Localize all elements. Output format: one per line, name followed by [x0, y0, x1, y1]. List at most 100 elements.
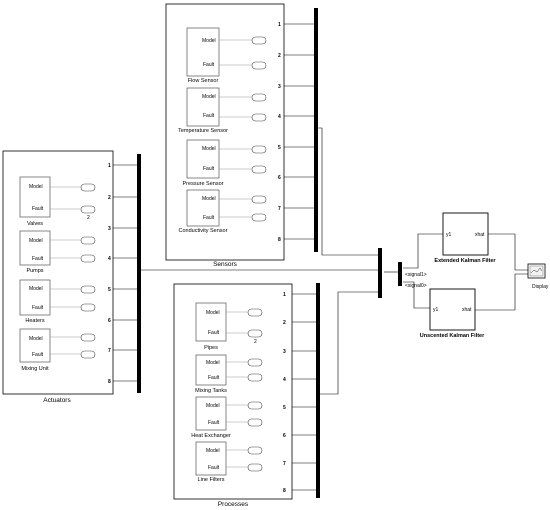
terminator[interactable] [80, 183, 96, 192]
terminator[interactable] [247, 418, 263, 427]
display-scope[interactable]: Display [527, 263, 549, 290]
signal-label-signal1: <signal1> [405, 272, 427, 278]
sensors-subsystem[interactable]: Model Fault Flow Sensor Model Fault Temp… [165, 3, 285, 268]
ukf-output-port: xhat [462, 307, 472, 313]
port-label-model: Model [29, 184, 43, 190]
outport-number: 1 [278, 22, 281, 28]
port-number: 2 [254, 339, 257, 345]
terminator[interactable] [251, 145, 267, 154]
outport-number: 5 [283, 405, 286, 411]
actuators-bus[interactable] [137, 154, 141, 393]
outport-number: 2 [283, 320, 286, 326]
pressure-sensor-block[interactable]: Model Fault [186, 139, 220, 179]
ukf-title: Unscented Kalman Filter [420, 333, 485, 339]
terminator[interactable] [247, 358, 263, 367]
actuators-subsystem[interactable]: Model Fault 2 Valves Model Fault Pumps M… [2, 150, 114, 404]
port-label-model: Model [202, 94, 216, 100]
terminator[interactable] [247, 446, 263, 455]
scope-icon [530, 267, 543, 274]
terminator[interactable] [80, 205, 96, 214]
processes-subsystem-frame [173, 283, 293, 500]
outport-number: 4 [278, 114, 281, 120]
terminator[interactable] [247, 463, 263, 472]
outport-number: 6 [278, 175, 281, 181]
port-label-model: Model [29, 286, 43, 292]
outport-number: 7 [108, 348, 111, 354]
outport-number: 8 [278, 237, 281, 243]
terminator[interactable] [247, 308, 263, 317]
port-label-model: Model [206, 360, 220, 366]
block-label: Pipes [204, 345, 218, 351]
processes-bus[interactable] [316, 283, 320, 498]
heat-exchanger-block[interactable]: Model Fault [195, 396, 227, 431]
conductivity-sensor-block[interactable]: Model Fault [186, 189, 220, 227]
line-filters-block[interactable]: Model Fault [195, 441, 227, 476]
port-label-model: Model [206, 448, 220, 454]
port-label-fault: Fault [208, 465, 220, 471]
terminator[interactable] [247, 401, 263, 410]
block-label: Flow Sensor [188, 78, 219, 84]
mixing-tanks-block[interactable]: Model Fault [195, 354, 227, 386]
ukf-input-port: y1 [433, 307, 439, 313]
port-label-fault: Fault [208, 375, 220, 381]
pipes-block[interactable]: Model Fault [195, 302, 227, 342]
processes-subsystem[interactable]: Model Fault 2 Pipes Model Fault Mixing T… [173, 283, 293, 508]
signal-routing [141, 127, 528, 395]
terminator[interactable] [80, 236, 96, 245]
terminator[interactable] [80, 285, 96, 294]
sensors-bus[interactable] [314, 8, 318, 252]
heaters-block[interactable]: Model Fault [19, 279, 51, 316]
terminator[interactable] [80, 350, 96, 359]
sensors-outports: 1 2 3 4 5 6 7 8 [278, 22, 314, 243]
actuators-subsystem-frame [2, 150, 114, 395]
outport-number: 8 [108, 379, 111, 385]
valves-block[interactable]: Model Fault [19, 176, 51, 218]
block-label: Line Filters [198, 477, 225, 483]
port-label-fault: Fault [208, 330, 220, 336]
extended-kalman-filter-block[interactable]: y1 xhat Extended Kalman Filter [434, 212, 496, 264]
terminator[interactable] [251, 36, 267, 45]
terminator[interactable] [251, 195, 267, 204]
signal-label-signal0: <signal0> [405, 283, 427, 289]
mux-block[interactable] [378, 248, 382, 298]
port-label-model: Model [202, 38, 216, 44]
processes-outports: 1 2 3 4 5 6 7 8 [283, 292, 316, 494]
terminator[interactable] [251, 61, 267, 70]
port-label-fault: Fault [203, 166, 215, 172]
terminator[interactable] [80, 333, 96, 342]
block-label: Pumps [26, 268, 43, 274]
terminator[interactable] [80, 303, 96, 312]
sensors-title: Sensors [213, 261, 238, 268]
block-label: Conductivity Sensor [179, 228, 228, 234]
terminator[interactable] [251, 213, 267, 222]
outport-number: 4 [108, 256, 111, 262]
outport-number: 3 [278, 84, 281, 90]
terminator[interactable] [247, 373, 263, 382]
terminator[interactable] [251, 93, 267, 102]
actuators-title: Actuators [43, 397, 71, 404]
outport-number: 2 [108, 195, 111, 201]
mixing-unit-block[interactable]: Model Fault [19, 328, 51, 363]
terminator[interactable] [80, 254, 96, 263]
port-label-model: Model [29, 238, 43, 244]
bus-selector-block[interactable] [398, 262, 402, 286]
terminator[interactable] [251, 113, 267, 122]
outport-number: 1 [108, 163, 111, 169]
pumps-block[interactable]: Model Fault [19, 230, 51, 266]
outport-number: 7 [278, 206, 281, 212]
outport-number: 8 [283, 488, 286, 494]
temperature-sensor-block[interactable]: Model Fault [186, 87, 220, 127]
terminator[interactable] [247, 329, 263, 338]
port-label-model: Model [202, 196, 216, 202]
outport-number: 6 [108, 318, 111, 324]
outport-number: 5 [278, 145, 281, 151]
outport-number: 1 [283, 292, 286, 298]
port-label-model: Model [206, 310, 220, 316]
flow-sensor-block[interactable]: Model Fault [186, 27, 220, 77]
terminator[interactable] [251, 165, 267, 174]
port-label-fault: Fault [32, 352, 44, 358]
port-label-fault: Fault [203, 62, 215, 68]
unscented-kalman-filter-block[interactable]: y1 xhat Unscented Kalman Filter [420, 288, 485, 339]
outport-number: 4 [283, 377, 286, 383]
